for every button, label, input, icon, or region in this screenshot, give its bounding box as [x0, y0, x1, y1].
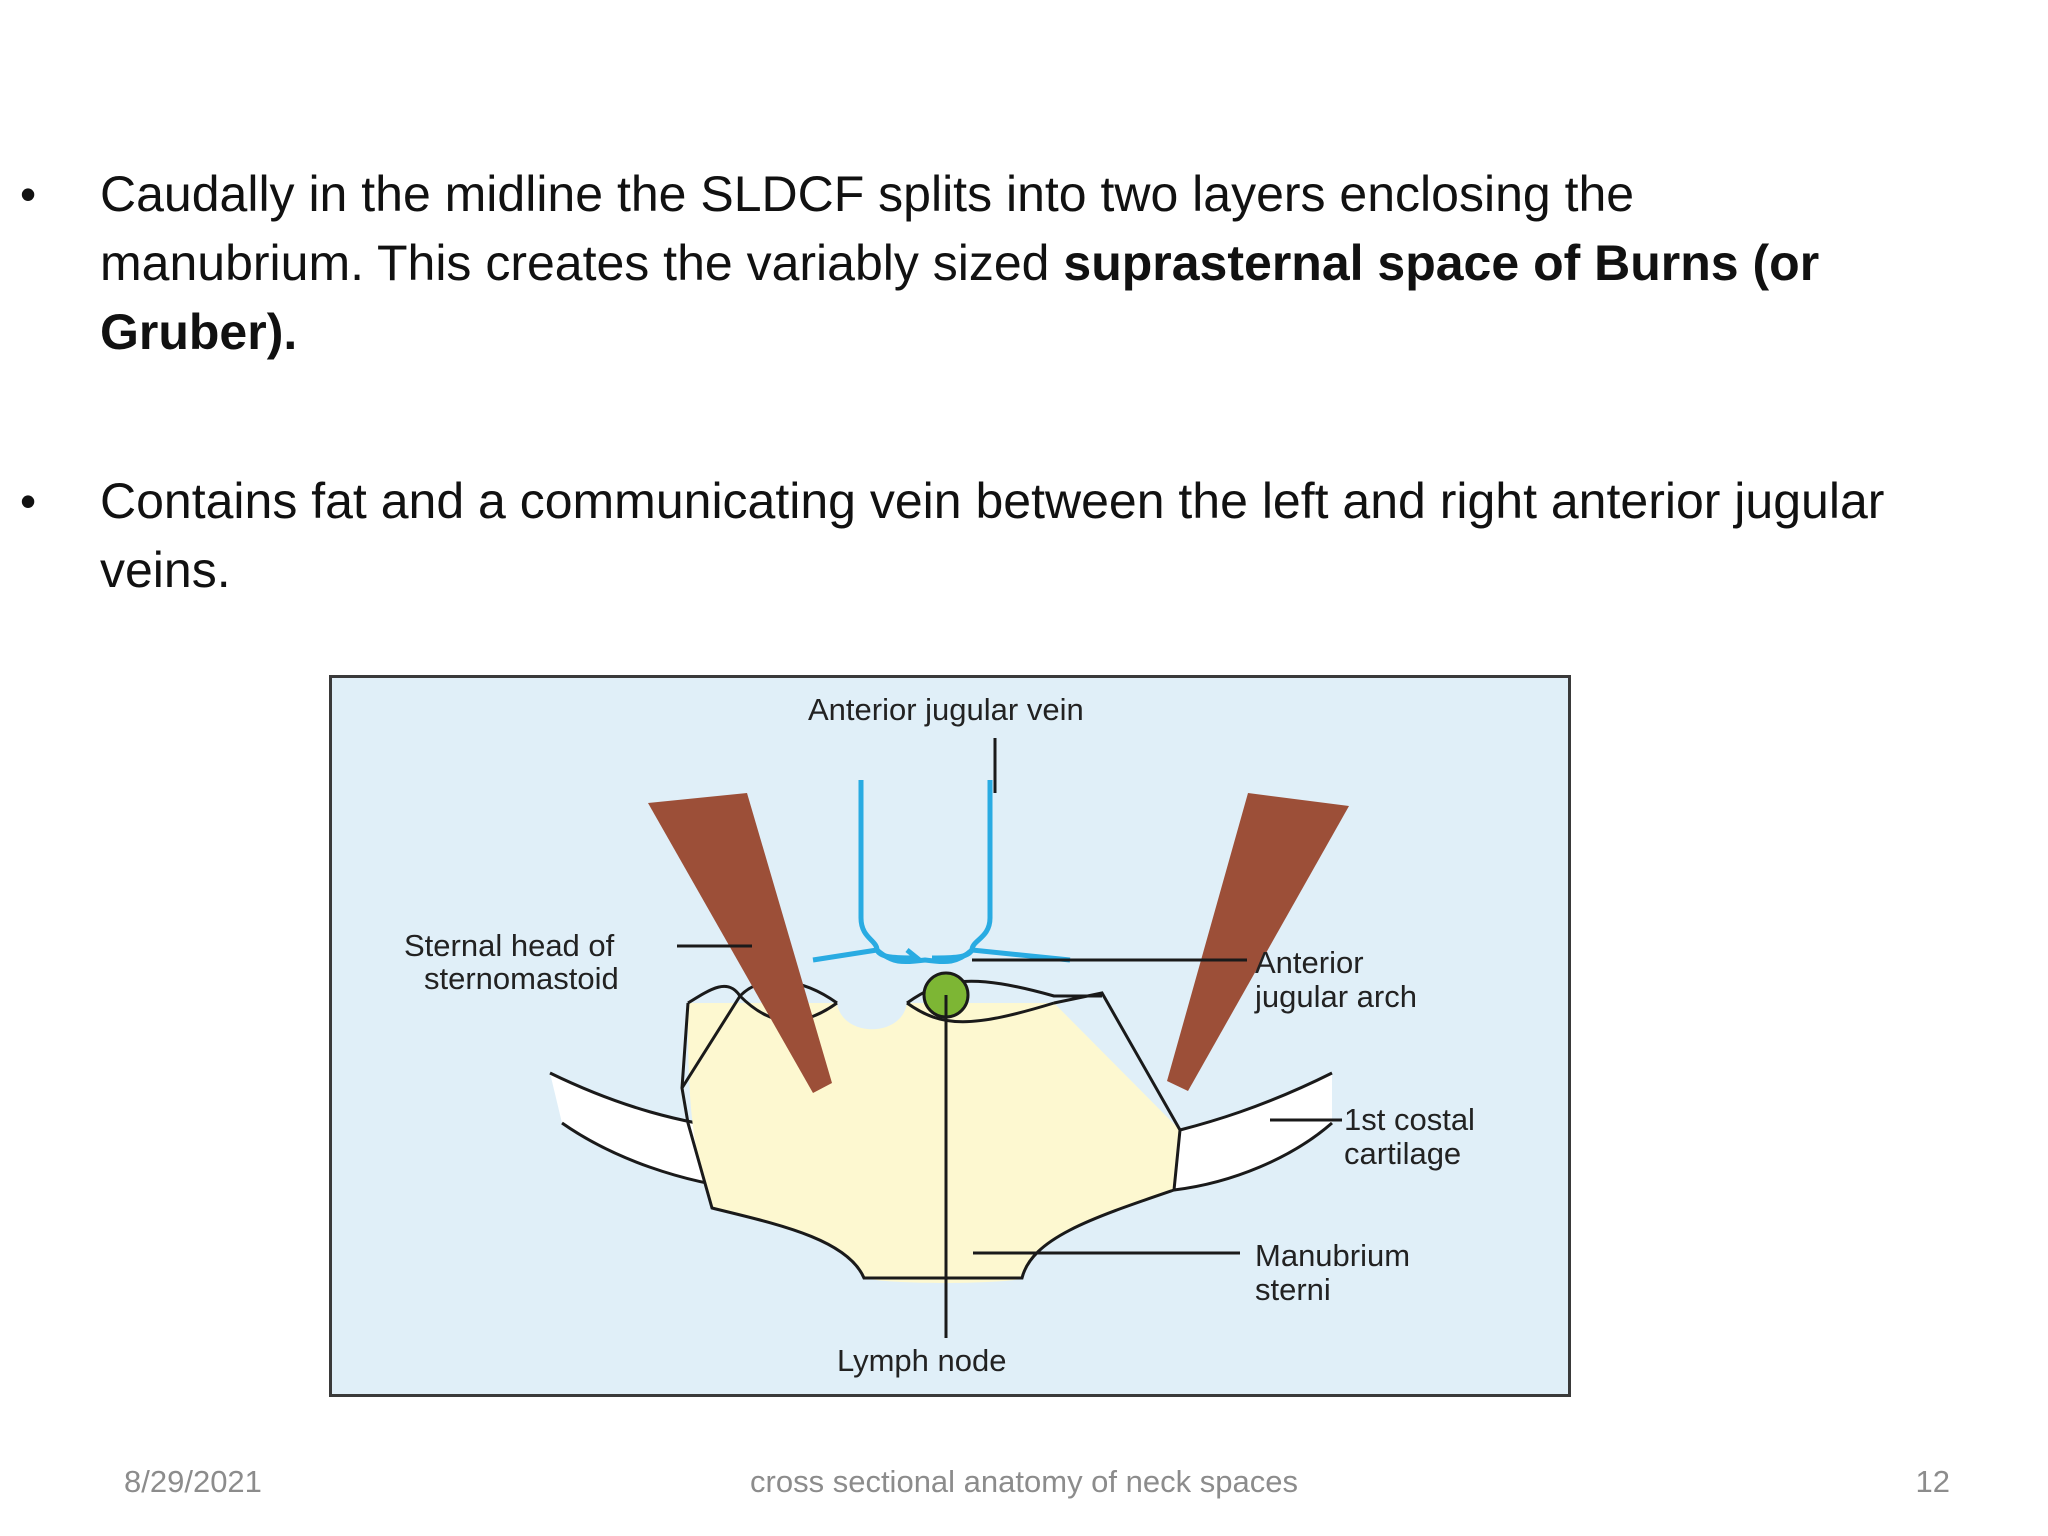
anterior-jugular-arch-right — [971, 947, 1071, 963]
diagram-drawing — [549, 738, 1349, 1338]
costal-cartilage-right-edge-top — [1179, 1071, 1333, 1132]
bullet-item: • Caudally in the midline the SLDCF spli… — [0, 160, 1900, 367]
bullet-item: • Contains fat and a communicating vein … — [0, 467, 1900, 605]
sternal-head-left-muscle — [648, 793, 832, 1093]
bullet-list: • Caudally in the midline the SLDCF spli… — [0, 160, 1900, 605]
label-manubrium-line1: Manubrium — [1255, 1238, 1411, 1273]
sternal-head-right-muscle — [1167, 793, 1349, 1091]
label-manubrium-line2: sterni — [1255, 1272, 1331, 1307]
label-sternal-head-line1: Sternal head of — [404, 928, 615, 963]
label-sternal-head-line2: sternomastoid — [424, 961, 619, 996]
anatomy-diagram: Anterior jugular vein Sternal head of st… — [329, 675, 1571, 1397]
label-anterior-jugular-arch-line2: jugular arch — [1255, 979, 1417, 1014]
bullet-bold-text: suprasternal space of Burns (or Gruber). — [100, 235, 1820, 360]
footer-title: cross sectional anatomy of neck spaces — [750, 1464, 1298, 1499]
costal-cartilage-right — [1174, 1073, 1332, 1190]
anterior-jugular-arch-centre — [875, 948, 974, 965]
label-costal-cartilage-line1: 1st costal — [1344, 1102, 1475, 1137]
manubrium-top-right — [906, 979, 1102, 1005]
footer-date: 8/29/2021 — [124, 1464, 262, 1499]
label-anterior-jugular-arch-line1: Anterior — [1255, 945, 1364, 980]
label-anterior-jugular-vein: Anterior jugular vein — [808, 692, 1084, 727]
label-costal-cartilage-line2: cartilage — [1344, 1136, 1462, 1171]
costal-cartilage-right-edge-bottom — [1173, 1121, 1333, 1192]
bullet-dot: • — [20, 475, 37, 527]
bullet-dot: • — [20, 168, 37, 220]
manubrium-sterni — [687, 1003, 1180, 1283]
bullet-text: Contains fat and a communicating vein be… — [100, 473, 1885, 598]
anterior-jugular-vein-right — [931, 780, 993, 961]
bullet-text: Caudally in the midline the SLDCF splits… — [100, 166, 1635, 291]
label-lymph-node: Lymph node — [837, 1343, 1007, 1378]
anterior-jugular-arch-left — [812, 947, 878, 963]
anterior-jugular-vein-left — [858, 780, 925, 961]
footer-page-number: 12 — [1915, 1464, 1950, 1499]
